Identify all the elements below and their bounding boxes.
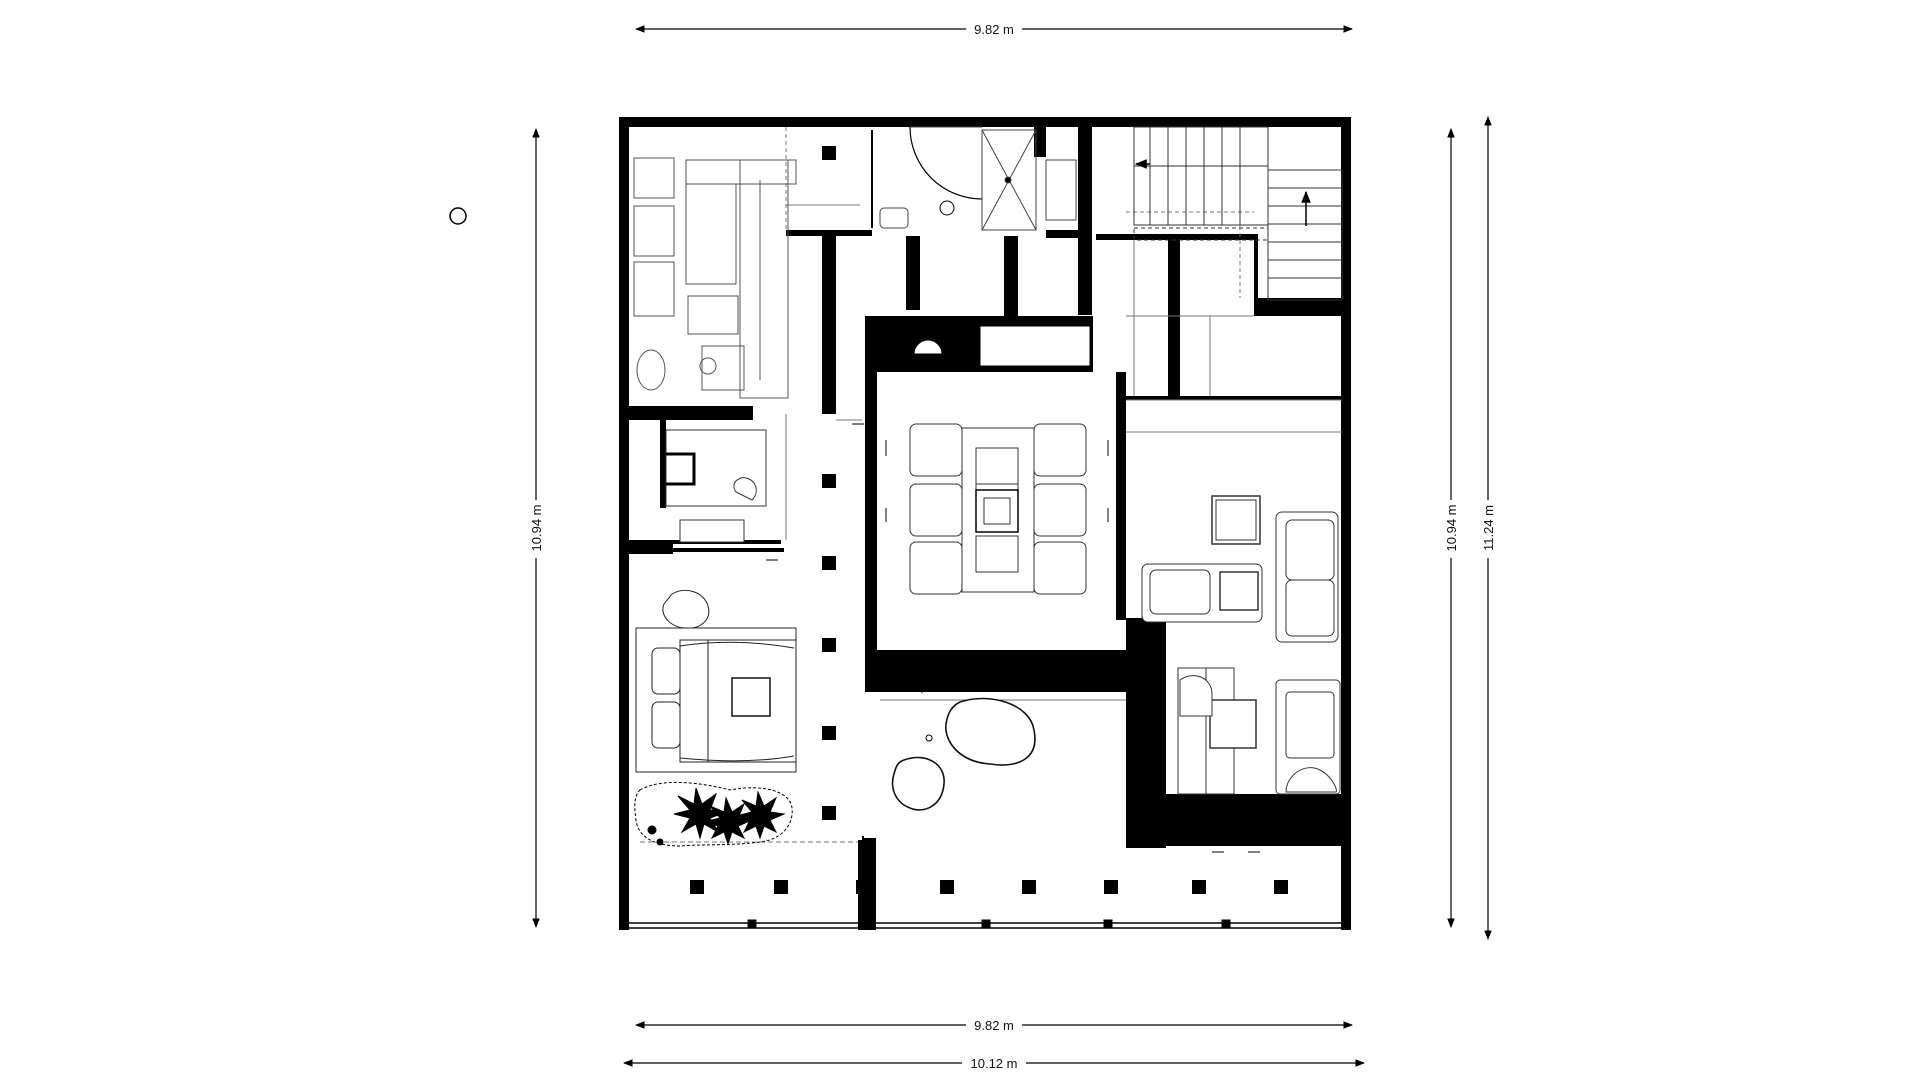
- living-room: [1141, 495, 1339, 643]
- column-marker: [858, 840, 870, 930]
- side-table-small: [1219, 571, 1259, 611]
- dining-set: [885, 423, 1109, 595]
- dim-label-right-outer: 11.24 m: [1481, 505, 1496, 551]
- column-marker: [1274, 880, 1288, 894]
- thin-lines: [640, 127, 1342, 843]
- planter-outline: [634, 782, 793, 847]
- orientation-circle: [449, 207, 467, 225]
- outer-walls: [619, 117, 1351, 930]
- dim-label-top: 9.82 m: [974, 22, 1014, 37]
- column-marker: [690, 880, 704, 894]
- column-marker: [822, 556, 836, 570]
- small-table: [1209, 699, 1257, 749]
- shower-tray: [981, 129, 1037, 231]
- plant-pot: [925, 734, 933, 742]
- bed-tray: [731, 677, 771, 717]
- column-marker: [822, 726, 836, 740]
- wall-top: [619, 117, 1351, 127]
- bedroom: [635, 590, 797, 773]
- rug-stone: [662, 590, 710, 629]
- stepping-stone: [945, 697, 1036, 766]
- dim-label-bottom-outer: 10.12 m: [971, 1056, 1018, 1071]
- wall-right: [1341, 117, 1351, 930]
- dimension-labels: 9.82 m 9.82 m 10.12 m 10.94 m 10.94 m 11…: [527, 20, 1497, 1072]
- chair: [909, 483, 963, 537]
- column-marker: [822, 806, 836, 820]
- column-markers: [690, 146, 1288, 930]
- chair: [1033, 483, 1087, 537]
- plants-cluster: [634, 782, 793, 847]
- small-markers: [766, 423, 1260, 853]
- toilet-tank: [879, 207, 909, 229]
- small-bath: [871, 126, 1077, 231]
- dim-label-bottom-inner: 9.82 m: [974, 1018, 1014, 1033]
- staircase: [1133, 126, 1343, 301]
- kitchen-dining: [1177, 667, 1341, 795]
- garden-stones: [891, 697, 1036, 811]
- column-marker: [1192, 880, 1206, 894]
- column-marker: [822, 474, 836, 488]
- column-marker: [774, 880, 788, 894]
- pendant-light: [913, 339, 943, 355]
- dim-label-left: 10.94 m: [529, 505, 544, 552]
- palm-icon: [673, 787, 786, 846]
- lamp-icon: [939, 200, 955, 216]
- column-marker: [1104, 880, 1118, 894]
- column-marker: [822, 638, 836, 652]
- chair: [1033, 541, 1087, 595]
- bath-cabinet: [633, 157, 675, 199]
- column-marker: [1022, 880, 1036, 894]
- pillow: [651, 701, 681, 749]
- washer-box: [687, 295, 739, 335]
- table-centerpiece: [975, 489, 1019, 533]
- stepping-stone: [891, 756, 945, 811]
- bottom-facade: [629, 919, 1341, 929]
- bathroom-fixtures: [633, 157, 797, 399]
- basin: [701, 345, 745, 391]
- column-marker: [822, 146, 836, 160]
- pillow: [651, 647, 681, 695]
- column-marker: [940, 880, 954, 894]
- toilet-icon: [733, 477, 757, 501]
- chair-round: [1179, 675, 1213, 717]
- dim-label-right-inner: 10.94 m: [1444, 505, 1459, 552]
- toilet-icon: [636, 349, 666, 391]
- chair: [909, 541, 963, 595]
- small-plant: [909, 675, 937, 694]
- floor-drain: [699, 357, 717, 375]
- wall-left: [619, 117, 629, 930]
- chair-round: [1285, 767, 1337, 793]
- chair: [1033, 423, 1087, 477]
- door-swing: [909, 126, 983, 200]
- chair: [909, 423, 963, 477]
- left-utility: [665, 429, 767, 543]
- wall-bottom-left-pier: [619, 920, 629, 930]
